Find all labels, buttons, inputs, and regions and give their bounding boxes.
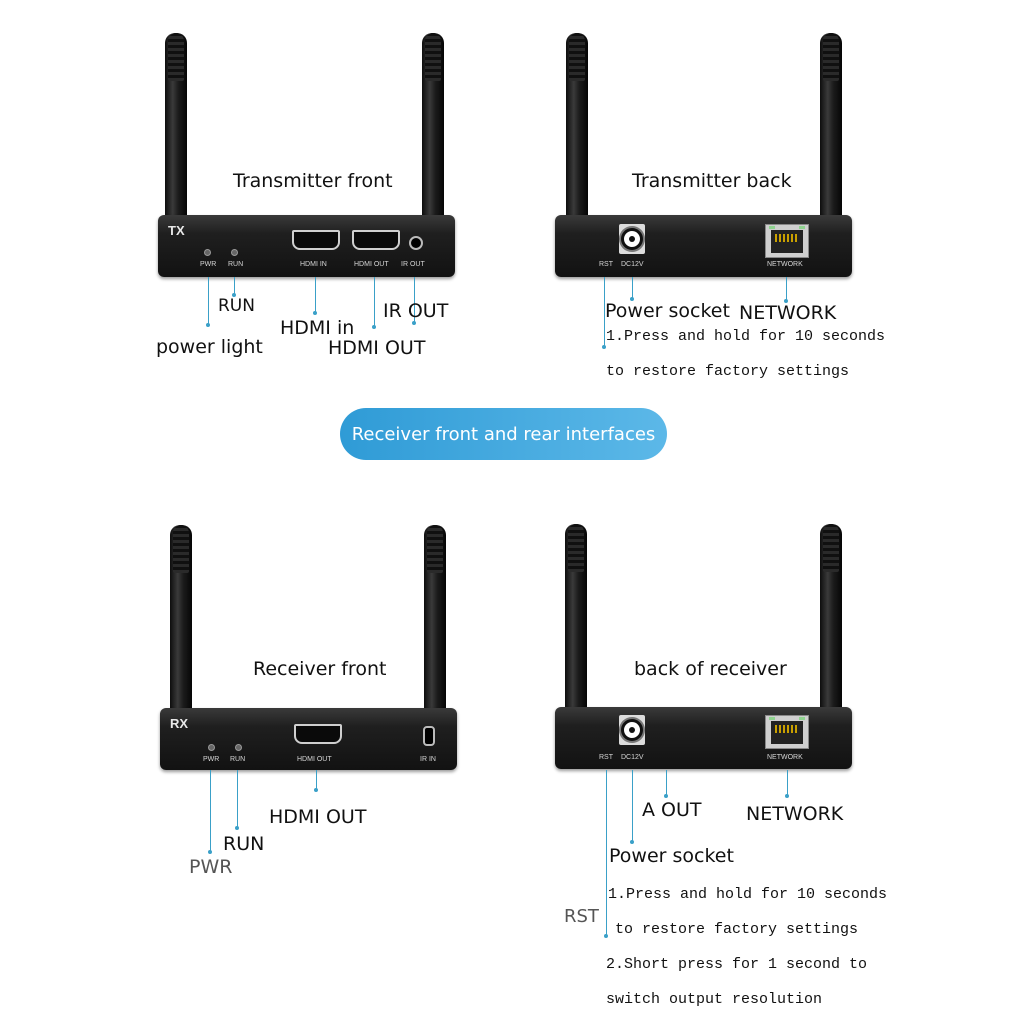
ir-out-port-icon bbox=[409, 236, 423, 250]
pwr-led-icon bbox=[208, 744, 215, 751]
tx-power-socket-callout: Power socket bbox=[605, 300, 730, 322]
dc-port-label: DC12V bbox=[621, 754, 644, 761]
rx-power-socket-callout: Power socket bbox=[609, 845, 734, 867]
hdmi-in-port-icon bbox=[292, 230, 340, 250]
rx-network-callout: NETWORK bbox=[746, 803, 844, 825]
hdmi-out-port-label: HDMI OUT bbox=[354, 261, 389, 268]
pwr-port-label: PWR bbox=[200, 261, 217, 268]
rst-port-label: RST bbox=[599, 754, 613, 761]
tx-back-device: RST DC12V NETWORK bbox=[555, 215, 852, 277]
rx-note-4: switch output resolution bbox=[606, 991, 823, 1008]
run-led-icon bbox=[231, 249, 238, 256]
right-antenna-icon bbox=[820, 33, 842, 273]
ir-in-port-icon bbox=[423, 726, 435, 746]
left-antenna-icon bbox=[165, 33, 187, 253]
rx-note-3: 2.Short press for 1 second to bbox=[606, 956, 868, 973]
rx-run-callout: RUN bbox=[223, 833, 265, 855]
right-antenna-icon bbox=[820, 524, 842, 764]
dc-socket-icon bbox=[621, 719, 643, 741]
tx-rst-note-1: 1.Press and hold for 10 seconds bbox=[606, 328, 886, 345]
tx-run-callout: RUN bbox=[218, 296, 255, 316]
tx-hdmi-out-callout: HDMI OUT bbox=[328, 337, 426, 359]
rx-back-device: RST DC12V NETWORK bbox=[555, 707, 852, 769]
rst-port-label: RST bbox=[599, 261, 613, 268]
hdmi-out-port-label: HDMI OUT bbox=[297, 756, 332, 763]
pwr-led-icon bbox=[204, 249, 211, 256]
section-banner: Receiver front and rear interfaces bbox=[340, 408, 667, 460]
rx-tag: RX bbox=[170, 716, 189, 731]
rx-hdmi-out-callout: HDMI OUT bbox=[269, 806, 367, 828]
rx-pwr-callout: PWR bbox=[189, 856, 233, 878]
dc-port-label: DC12V bbox=[621, 261, 644, 268]
network-port-icon bbox=[765, 715, 809, 749]
hdmi-in-port-label: HDMI IN bbox=[300, 261, 327, 268]
right-antenna-icon bbox=[424, 525, 446, 745]
pwr-port-label: PWR bbox=[203, 756, 220, 763]
rx-back-title: back of receiver bbox=[634, 658, 787, 680]
network-port-label: NETWORK bbox=[767, 754, 803, 761]
run-port-label: RUN bbox=[228, 261, 244, 268]
tx-back-title: Transmitter back bbox=[632, 170, 792, 192]
ir-out-port-label: IR OUT bbox=[401, 261, 425, 268]
rx-a-out-callout: A OUT bbox=[642, 799, 702, 821]
hdmi-out-port-icon bbox=[352, 230, 400, 250]
left-antenna-icon bbox=[566, 33, 588, 273]
tx-power-light-callout: power light bbox=[156, 336, 263, 358]
ir-in-port-label: IR IN bbox=[420, 756, 436, 763]
tx-front-title: Transmitter front bbox=[233, 170, 393, 192]
tx-tag: TX bbox=[168, 223, 185, 238]
tx-rst-note-2: to restore factory settings bbox=[606, 363, 850, 380]
left-antenna-icon bbox=[170, 525, 192, 745]
rx-note-1: 1.Press and hold for 10 seconds bbox=[608, 886, 888, 903]
rx-note-2: to restore factory settings bbox=[615, 921, 859, 938]
run-led-icon bbox=[235, 744, 242, 751]
tx-network-callout: NETWORK bbox=[739, 302, 837, 324]
network-port-icon bbox=[765, 224, 809, 258]
rx-front-title: Receiver front bbox=[253, 658, 387, 680]
rx-front-device: RX PWR RUN HDMI OUT IR IN bbox=[160, 708, 457, 770]
rx-rst-callout: RST bbox=[564, 906, 599, 927]
tx-ir-out-callout: IR OUT bbox=[383, 300, 449, 322]
dc-socket-icon bbox=[621, 228, 643, 250]
tx-front-device: TX PWR RUN HDMI IN HDMI OUT IR OUT bbox=[158, 215, 455, 277]
left-antenna-icon bbox=[565, 524, 587, 764]
tx-hdmi-in-callout: HDMI in bbox=[280, 317, 355, 339]
network-port-label: NETWORK bbox=[767, 261, 803, 268]
hdmi-out-port-icon bbox=[294, 724, 342, 744]
right-antenna-icon bbox=[422, 33, 444, 253]
run-port-label: RUN bbox=[230, 756, 246, 763]
